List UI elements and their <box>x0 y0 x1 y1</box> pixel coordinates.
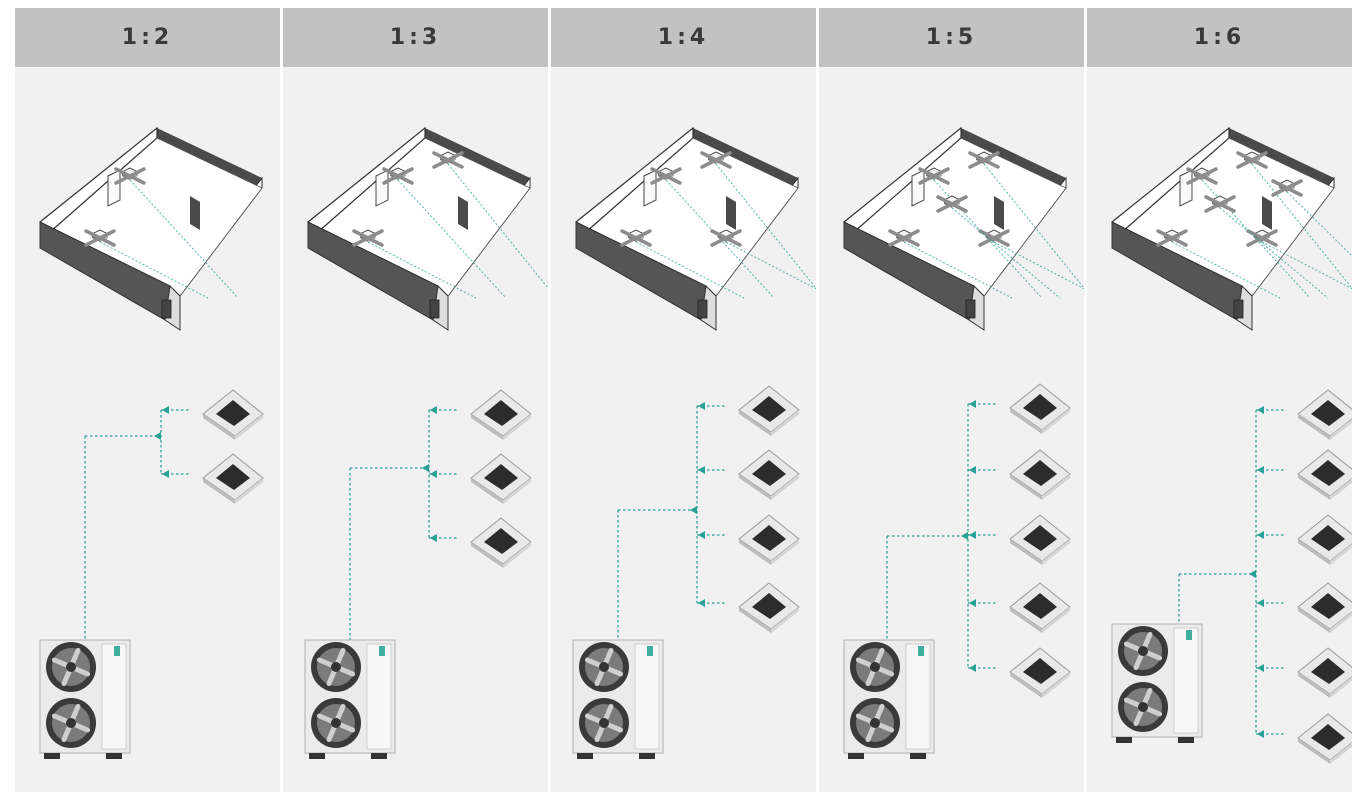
pipe-arrow-icon <box>969 466 976 474</box>
cassette-indoor-unit-icon <box>1297 647 1352 698</box>
pipe-arrow-icon <box>690 506 697 514</box>
panel-ratio-1-5: 1:5 <box>819 8 1084 792</box>
cassette-indoor-unit-icon <box>1009 449 1071 500</box>
cassette-indoor-unit-icon <box>1297 449 1352 500</box>
ratio-label: 1:5 <box>925 25 978 50</box>
pipe-arrow-icon <box>969 599 976 607</box>
cassette-indoor-unit-icon <box>1009 514 1071 565</box>
pipe-arrow-icon <box>430 406 437 414</box>
piping-diagram <box>304 389 532 759</box>
outdoor-unit-icon <box>304 639 396 759</box>
cassette-indoor-unit-icon <box>1009 383 1071 434</box>
piping-diagram <box>572 385 800 759</box>
panel-ratio-1-6: 1:6 <box>1087 8 1352 792</box>
pipe-arrow-icon <box>1257 531 1264 539</box>
ratio-label: 1:4 <box>657 25 710 50</box>
cassette-indoor-unit-icon <box>202 389 264 440</box>
pipe-arrow-icon <box>430 534 437 542</box>
cassette-indoor-unit-icon <box>738 514 800 565</box>
cassette-indoor-unit-icon <box>1297 514 1352 565</box>
cassette-indoor-unit-icon <box>1297 713 1352 764</box>
panel-diagram <box>304 126 548 759</box>
cassette-indoor-unit-icon <box>1009 647 1071 698</box>
pipe-arrow-icon <box>698 402 705 410</box>
cassette-indoor-unit-icon <box>470 389 532 440</box>
floorplan-building-icon <box>307 126 548 331</box>
ratio-header: 1:2 <box>15 8 280 67</box>
pipe-arrow-icon <box>422 464 429 472</box>
cassette-indoor-unit-icon <box>1297 582 1352 633</box>
outdoor-unit-icon <box>843 639 935 759</box>
piping-diagram <box>1111 389 1352 764</box>
piping-diagram <box>39 389 264 759</box>
panel-diagram <box>1111 126 1352 764</box>
pipe-arrow-icon <box>1257 599 1264 607</box>
ratio-header: 1:5 <box>819 8 1084 67</box>
outdoor-unit-icon <box>572 639 664 759</box>
ratio-header: 1:4 <box>551 8 816 67</box>
floorplan-building-icon <box>575 126 816 331</box>
outdoor-unit-icon <box>1111 623 1203 743</box>
ratio-label: 1:3 <box>389 25 442 50</box>
pipe-arrow-icon <box>430 470 437 478</box>
floorplan-building-icon <box>843 126 1084 331</box>
pipe-arrow-icon <box>1249 570 1256 578</box>
pipe-arrow-icon <box>162 406 169 414</box>
panel-diagram <box>572 126 816 759</box>
ratio-header: 1:6 <box>1087 8 1352 67</box>
cassette-indoor-unit-icon <box>1297 389 1352 440</box>
panel-ratio-1-3: 1:3 <box>283 8 548 792</box>
pipe-arrow-icon <box>961 532 968 540</box>
floorplan-building-icon <box>39 126 263 331</box>
floorplan-building-icon <box>1111 126 1352 331</box>
pipe-arrow-icon <box>698 599 705 607</box>
cassette-indoor-unit-icon <box>470 517 532 568</box>
pipe-arrow-icon <box>1257 406 1264 414</box>
cassette-indoor-unit-icon <box>738 385 800 436</box>
pipe-arrow-icon <box>969 664 976 672</box>
panel-diagram <box>843 126 1084 759</box>
outdoor-unit-icon <box>39 639 131 759</box>
piping-diagram <box>843 383 1071 759</box>
cassette-indoor-unit-icon <box>738 449 800 500</box>
panel-diagram <box>39 126 264 759</box>
pipe-arrow-icon <box>162 470 169 478</box>
ratio-label: 1:2 <box>121 25 174 50</box>
cassette-indoor-unit-icon <box>1009 582 1071 633</box>
pipe-arrow-icon <box>698 531 705 539</box>
panel-ratio-1-4: 1:4 <box>551 8 816 792</box>
pipe-arrow-icon <box>1257 664 1264 672</box>
pipe-arrow-icon <box>969 400 976 408</box>
panel-ratio-1-2: 1:2 <box>15 8 280 792</box>
ratio-header: 1:3 <box>283 8 548 67</box>
pipe-arrow-icon <box>698 466 705 474</box>
ratio-label: 1:6 <box>1193 25 1246 50</box>
cassette-indoor-unit-icon <box>738 582 800 633</box>
pipe-arrow-icon <box>1257 730 1264 738</box>
cassette-indoor-unit-icon <box>470 453 532 504</box>
pipe-arrow-icon <box>154 432 161 440</box>
pipe-arrow-icon <box>969 531 976 539</box>
cassette-indoor-unit-icon <box>202 453 264 504</box>
pipe-arrow-icon <box>1257 466 1264 474</box>
